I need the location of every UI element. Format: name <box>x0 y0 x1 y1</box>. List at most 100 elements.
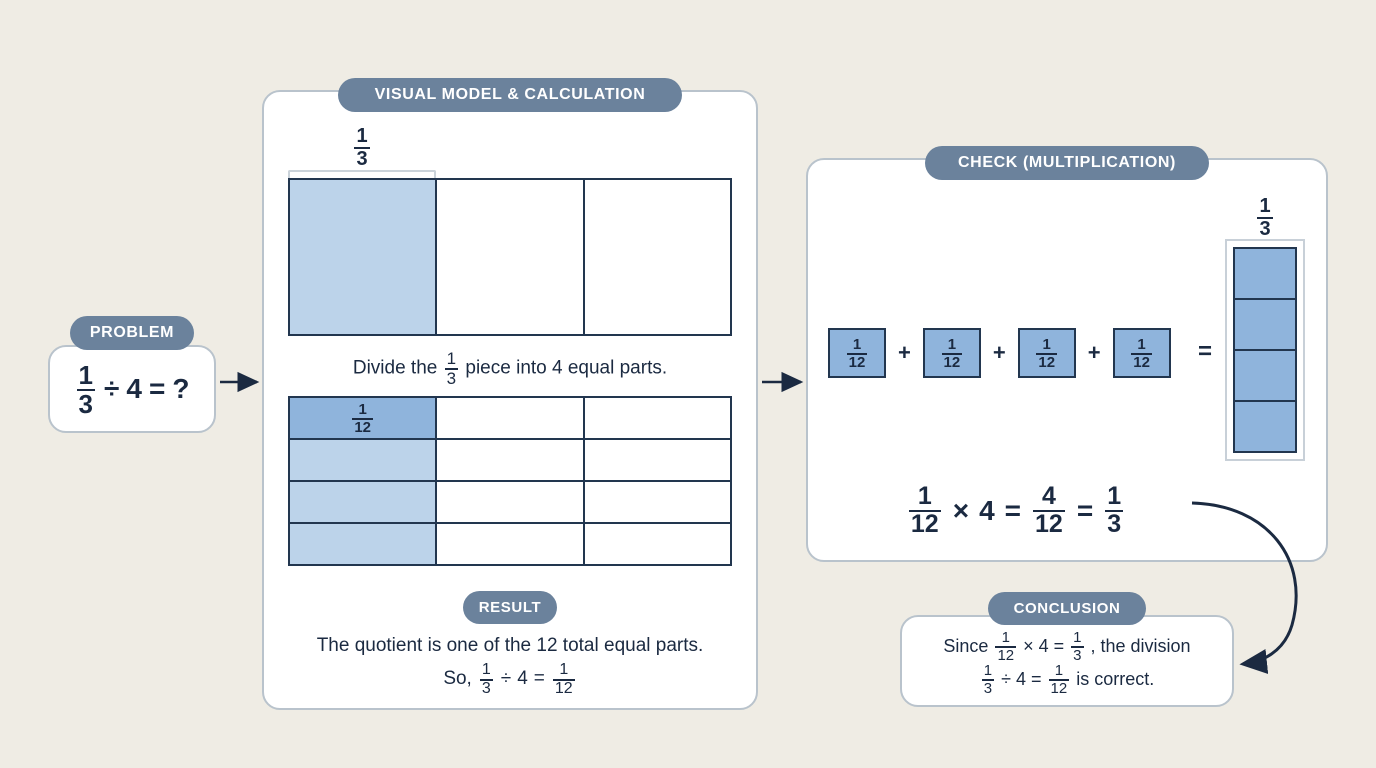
conclusion-line2-operator: ÷ <box>1001 669 1011 689</box>
problem-pill-label: PROBLEM <box>70 316 194 350</box>
vbar-num: 1 <box>1259 195 1271 217</box>
result-fraction-a: 1 3 <box>479 660 493 697</box>
check-equals-2: = <box>1076 494 1094 526</box>
twelfth-tile: 1 12 <box>828 328 886 378</box>
conclusion-panel <box>900 615 1234 707</box>
twelfths-grid-cell <box>437 440 585 480</box>
conclusion-text: Since 1 12 × 4 = 1 3 , the division 1 3 … <box>906 630 1228 696</box>
c2-b-num: 1 <box>1054 662 1064 679</box>
result-equals: = <box>533 668 545 690</box>
tile-den: 12 <box>941 352 963 371</box>
twelfths-grid-cell <box>437 482 585 522</box>
thirds-bar <box>288 178 732 336</box>
result-line-1: The quotient is one of the 12 total equa… <box>316 635 704 656</box>
plus-sign: + <box>992 340 1006 365</box>
check-equals-sign: = <box>1198 338 1213 365</box>
c1-b-den: 3 <box>1071 646 1084 664</box>
check-equals-1: = <box>1004 494 1022 526</box>
tile-fraction: 1 12 <box>1131 337 1152 370</box>
vertical-bar-segment <box>1235 300 1295 351</box>
c1-b-num: 1 <box>1073 629 1082 646</box>
check-equation: 1 12 × 4 = 4 12 = 1 3 <box>806 484 1226 537</box>
twelfths-grid-cell <box>437 398 585 438</box>
c1-a-den: 12 <box>995 646 1017 664</box>
result-fraction-b: 1 12 <box>552 660 575 697</box>
conclusion-times: × <box>1023 636 1034 656</box>
grid-label-den: 12 <box>352 417 373 436</box>
result-text: The quotient is one of the 12 total equa… <box>272 632 748 697</box>
tile-den: 12 <box>1036 352 1058 371</box>
vertical-bar-label: 1 3 <box>1225 196 1305 239</box>
result-a-den: 3 <box>479 678 493 697</box>
vbar-den: 3 <box>1257 217 1273 240</box>
problem-equation: 1 3 ÷ 4 = ? <box>50 347 214 431</box>
problem-divide-operator: ÷ <box>104 373 120 404</box>
vertical-bar-segment <box>1235 249 1295 300</box>
conclusion-pill-label: CONCLUSION <box>988 592 1146 625</box>
check-b-den: 12 <box>1033 510 1065 538</box>
c2-a-num: 1 <box>983 662 993 679</box>
check-c-den: 3 <box>1105 510 1124 538</box>
twelfths-grid-cell <box>437 524 585 564</box>
result-line2-prefix: So, <box>443 668 472 690</box>
plus-sign: + <box>898 340 911 365</box>
divide-instruction: Divide the 1 3 piece into 4 equal parts. <box>262 350 758 387</box>
thirds-bar-cell <box>584 180 730 334</box>
twelfths-grid-cell <box>584 482 730 522</box>
twelfths-grid-row <box>290 524 730 564</box>
conclusion-line2-fraction-b: 1 12 <box>1048 662 1070 696</box>
problem-divisor: 4 <box>126 373 142 404</box>
vertical-bar-frame <box>1225 239 1305 461</box>
result-b-num: 1 <box>559 660 569 678</box>
measure-bracket-icon <box>288 170 436 180</box>
problem-panel: 1 3 ÷ 4 = ? <box>48 345 216 433</box>
twelfths-grid: 1 12 <box>288 396 732 566</box>
check-a-den: 12 <box>908 510 941 538</box>
twelfths-grid-cell <box>290 482 438 522</box>
tile-num: 1 <box>947 335 957 353</box>
result-operator: ÷ <box>500 668 512 690</box>
vertical-bar-segment <box>1235 402 1295 451</box>
twelfths-grid-cell: 1 12 <box>290 398 438 438</box>
problem-fraction: 1 3 <box>76 362 96 419</box>
check-a-num: 1 <box>917 482 932 510</box>
visual-model-pill-label: VISUAL MODEL & CALCULATION <box>338 78 682 112</box>
twelfths-grid-cell <box>584 440 730 480</box>
divide-instruction-before: Divide the <box>352 357 438 379</box>
check-c-num: 1 <box>1107 482 1122 510</box>
vertical-bar <box>1233 247 1297 453</box>
tile-num: 1 <box>852 335 862 353</box>
check-fraction-b: 4 12 <box>1033 484 1065 537</box>
check-fraction-c: 1 3 <box>1105 482 1124 538</box>
conclusion-fraction-a: 1 12 <box>995 630 1017 664</box>
grid-label-num: 1 <box>358 400 367 418</box>
divide-frac-num: 1 <box>446 349 457 368</box>
conclusion-line2-equals: = <box>1031 669 1042 689</box>
one-twelfth-fraction: 1 12 <box>352 402 373 435</box>
one-third-fraction: 1 3 <box>354 126 370 170</box>
thirds-bar-cell <box>290 180 438 334</box>
tile-num: 1 <box>1137 335 1146 353</box>
conclusion-fraction-b: 1 3 <box>1071 629 1084 664</box>
twelfth-tile: 1 12 <box>1112 328 1171 378</box>
tile-fraction: 1 12 <box>941 335 963 371</box>
check-times-sign: × <box>952 494 970 526</box>
conclusion-line2-divisor: 4 <box>1016 669 1027 689</box>
check-pill-label: CHECK (MULTIPLICATION) <box>925 146 1209 180</box>
twelfths-grid-row <box>290 440 730 482</box>
conclusion-line-1: Since 1 12 × 4 = 1 3 , the division <box>906 630 1228 663</box>
problem-equals-sign: = <box>148 373 166 404</box>
result-a-num: 1 <box>481 660 491 678</box>
twelfths-grid-cell <box>290 440 438 480</box>
tile-den: 12 <box>846 352 868 371</box>
conclusion-equals-1: = <box>1053 636 1065 656</box>
result-pill-label: RESULT <box>463 591 557 624</box>
conclusion-line2-fraction-a: 1 3 <box>981 662 995 696</box>
problem-fraction-denominator: 3 <box>76 388 96 419</box>
thirds-bar-cell <box>437 180 585 334</box>
conclusion-multiplier: 4 <box>1038 636 1049 656</box>
bracket-denominator: 3 <box>354 147 370 170</box>
twelfths-grid-cell <box>584 524 730 564</box>
check-b-num: 4 <box>1041 482 1056 510</box>
result-divisor: 4 <box>517 668 528 690</box>
